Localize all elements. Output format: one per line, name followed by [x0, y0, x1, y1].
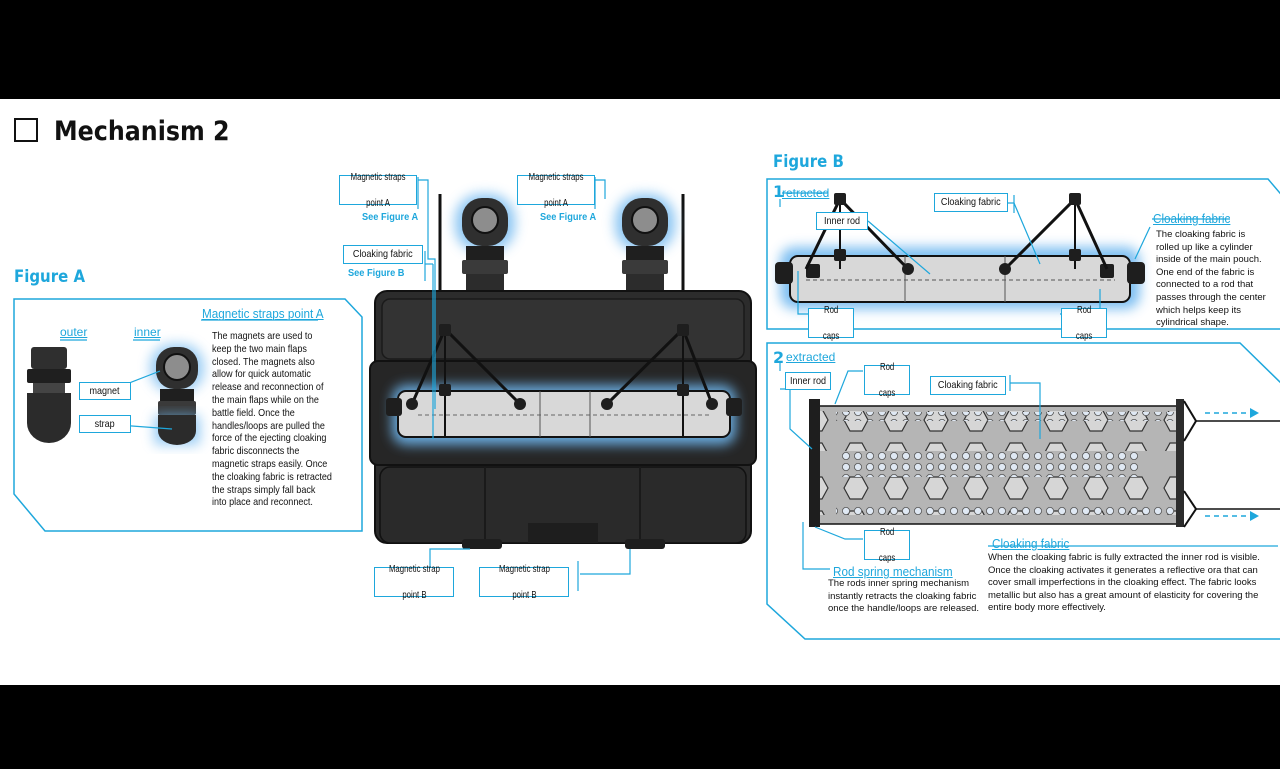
step-2-number: 2 — [773, 348, 785, 367]
cloaking-fabric-text-2: When the cloaking fabric is fully extrac… — [988, 552, 1260, 614]
figure-a-title: Figure A — [14, 267, 86, 287]
cloaking-fabric-label-2: Cloaking fabric — [930, 376, 1006, 395]
magnetic-straps-heading: Magnetic straps point A — [202, 306, 324, 321]
page-title: Mechanism 2 — [54, 116, 230, 147]
center-bag-drawing — [369, 194, 757, 549]
figure-a-panel — [13, 298, 363, 532]
inner-rod-label-2: Inner rod — [785, 372, 831, 390]
cloaking-fabric-center-label: Cloaking fabric — [343, 245, 423, 264]
checkbox-icon — [14, 118, 38, 142]
cloaking-fabric-text-1: The cloaking fabric is rolled up like a … — [1156, 229, 1266, 329]
see-figure-a-left: See Figure A — [362, 211, 419, 223]
diagram-artwork — [13, 118, 1280, 640]
top-letterbox — [0, 0, 1280, 99]
outer-label: outer — [60, 325, 88, 339]
retracted-label: retracted — [782, 186, 830, 200]
outer-magnet-drawing — [27, 347, 71, 443]
figure-b-title: Figure B — [773, 152, 844, 172]
magnetic-straps-text: The magnets are used to keep the two mai… — [212, 330, 332, 509]
cloaking-fabric-heading-1: Cloaking fabric — [1153, 211, 1231, 226]
step-1-number: 1 — [773, 182, 785, 201]
see-figure-a-right: See Figure A — [540, 211, 597, 223]
cloaking-fabric-label-1: Cloaking fabric — [934, 193, 1008, 212]
rod-spring-text: The rods inner spring mechanism instantl… — [828, 578, 980, 615]
inner-magnet-drawing — [150, 344, 204, 445]
strap-label: strap — [79, 415, 131, 433]
rod-spring-heading: Rod spring mechanism — [833, 564, 953, 579]
extracted-label: extracted — [786, 350, 836, 364]
magnet-label: magnet — [79, 382, 131, 400]
see-figure-b: See Figure B — [348, 267, 405, 279]
inner-label: inner — [134, 325, 161, 339]
figure-b-retracted-panel — [766, 178, 1280, 330]
center-leader-lines — [417, 177, 631, 591]
figure-b-extracted-panel — [766, 342, 1280, 640]
bottom-letterbox — [0, 685, 1280, 769]
cloaking-fabric-heading-2: Cloaking fabric — [992, 536, 1070, 551]
inner-rod-label-1: Inner rod — [816, 212, 868, 230]
slide: Mechanism 2 Figure A outer inner magnet … — [0, 99, 1280, 685]
